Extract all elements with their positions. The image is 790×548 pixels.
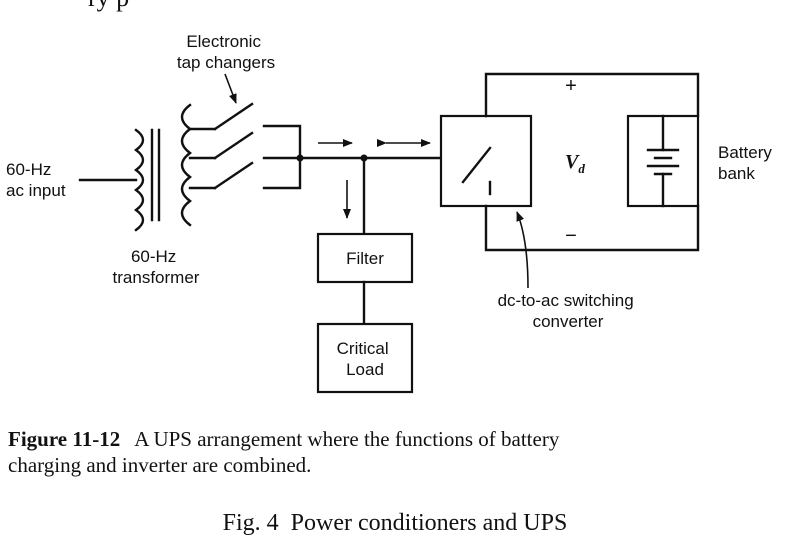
- figure-caption-line-2: charging and inverter are combined.: [8, 453, 311, 477]
- tap-changers-pointer: [224, 73, 237, 104]
- tap-changers-label: Electronic tap changers: [177, 32, 275, 72]
- minus-sign: −: [565, 225, 577, 247]
- critical-load-box: [316, 322, 414, 394]
- vd-label: Vd: [565, 151, 585, 176]
- tap-switch-1: [213, 102, 254, 131]
- plus-sign: +: [565, 75, 577, 97]
- dc-negative-rail: [484, 204, 700, 252]
- filter-label: Filter: [346, 249, 384, 268]
- critical-load-label: Critical Load: [337, 339, 394, 379]
- converter-box: [439, 114, 533, 208]
- converter-switch-blade: [461, 146, 492, 184]
- transformer-label: 60-Hz transformer: [113, 247, 200, 287]
- converter-pointer: [516, 211, 529, 289]
- tap-switch-3: [213, 161, 254, 190]
- transformer-secondary-coil: [180, 103, 192, 227]
- battery-bank-label: Battery bank: [718, 143, 777, 183]
- tap-switch-2: [213, 131, 254, 160]
- dc-positive-rail: [484, 72, 700, 118]
- top-text-fragment: ry p: [88, 0, 129, 12]
- footer-caption: Fig. 4 Power conditioners and UPS: [223, 510, 568, 536]
- transformer-primary-coil: [133, 128, 145, 232]
- ac-input-label: 60-Hz ac input: [6, 160, 66, 200]
- converter-label: dc-to-ac switching converter: [498, 291, 639, 331]
